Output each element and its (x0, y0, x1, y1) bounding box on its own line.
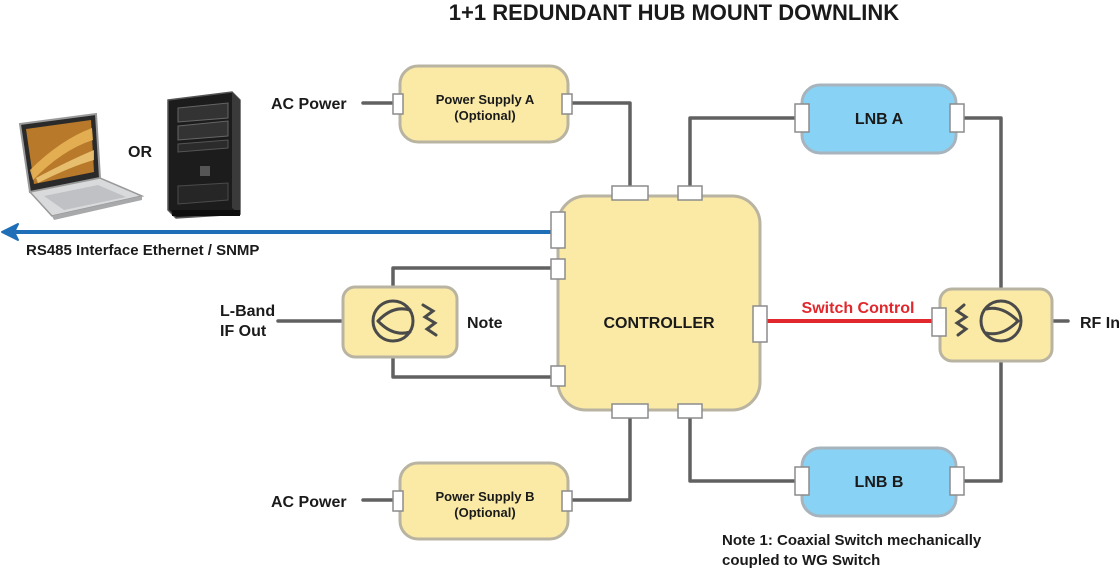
psu-b-output-port (561, 490, 573, 512)
wire-psu-a-controller (568, 101, 632, 190)
lband-label-line2: IF Out (220, 323, 267, 340)
lnb-b-right-port (949, 466, 965, 496)
power-supply-a: Power Supply A (Optional) (392, 64, 573, 144)
wire-controller-lnb-a (688, 116, 800, 190)
controller-lnb-b-port (677, 403, 703, 419)
psu-a-input-port (392, 93, 404, 115)
psu-a-label: Power Supply A (436, 92, 535, 107)
ac-power-b-label: AC Power (271, 494, 347, 511)
note1-line2: coupled to WG Switch (722, 552, 880, 569)
controller-coax-upper-port (550, 258, 566, 280)
lnb-b-left-port (794, 466, 810, 496)
psu-b-optional-label: (Optional) (454, 505, 515, 520)
lnb-a-left-port (794, 103, 810, 133)
psu-b-label: Power Supply B (436, 489, 535, 504)
rs485-label: RS485 Interface Ethernet / SNMP (26, 242, 259, 259)
controller-rs485-port (550, 211, 566, 249)
switch-control-label: Switch Control (802, 300, 915, 317)
lnb-b-box: LNB B (794, 446, 965, 518)
lnb-a-right-port (949, 103, 965, 133)
coax-switch-icon (341, 285, 459, 359)
ac-power-a-label: AC Power (271, 96, 347, 113)
or-label: OR (128, 144, 152, 161)
controller-psu-a-port (611, 185, 649, 201)
wire-psu-b-controller (568, 416, 632, 502)
note-label: Note (467, 315, 503, 332)
rs485-arrow (1, 223, 553, 241)
rf-in-label: RF In (1080, 315, 1120, 332)
lnb-b-label: LNB B (855, 474, 904, 491)
controller-psu-b-port (611, 403, 649, 419)
wire-controller-lnb-b (688, 416, 800, 483)
wire-wg-switch-lnb-b (960, 353, 1003, 483)
psu-a-optional-label: (Optional) (454, 108, 515, 123)
controller-box: CONTROLLER (550, 185, 768, 419)
lnb-a-label: LNB A (855, 111, 904, 128)
controller-label: CONTROLLER (603, 315, 715, 332)
lnb-a-box: LNB A (794, 83, 965, 155)
laptop-icon (18, 112, 145, 220)
psu-a-output-port (561, 93, 573, 115)
diagram-title: 1+1 REDUNDANT HUB MOUNT DOWNLINK (449, 0, 900, 25)
controller-lnb-a-port (677, 185, 703, 201)
controller-switch-control-port (752, 305, 768, 343)
desktop-tower-icon (167, 91, 241, 219)
lband-label-line1: L-Band (220, 303, 275, 320)
power-supply-b: Power Supply B (Optional) (392, 461, 573, 541)
wire-lnb-a-wg-switch (960, 116, 1003, 292)
wg-switch-control-port (931, 307, 947, 337)
psu-b-input-port (392, 490, 404, 512)
waveguide-switch-icon (931, 287, 1054, 363)
controller-coax-lower-port (550, 365, 566, 387)
note1-line1: Note 1: Coaxial Switch mechanically (722, 532, 982, 549)
